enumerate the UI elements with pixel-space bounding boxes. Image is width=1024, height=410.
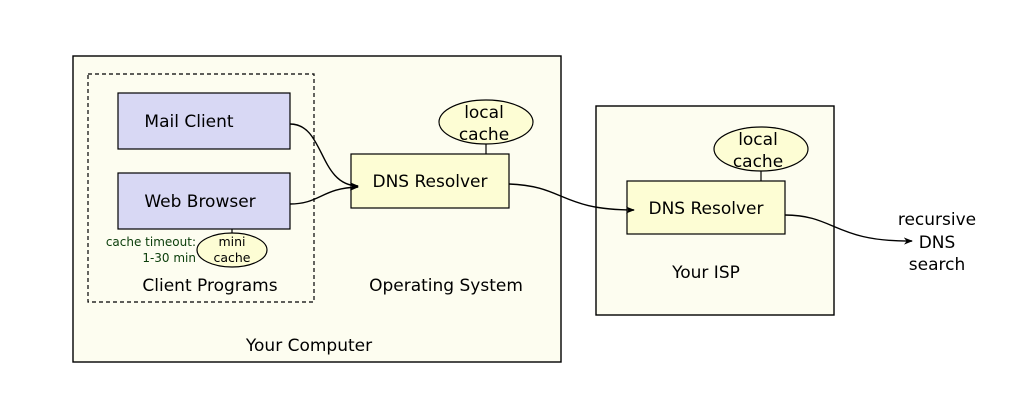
computer-dns-resolver-box [350,153,510,209]
computer-dns-resolver-label: DNS Resolver [373,172,488,192]
isp-local-cache-ellipse [713,126,809,172]
mini-cache-ellipse [196,232,268,268]
isp-local-cache-line2: cache [733,152,783,172]
mini-cache-line2: cache [213,250,250,265]
computer-local-cache-line1: local [464,103,504,123]
web-browser-label: Web Browser [144,192,255,212]
arrow-browser-to-resolver [289,183,359,205]
arrow-isp-to-recursive [784,214,913,245]
mail-client-label: Mail Client [144,112,233,132]
your-computer-label: Your Computer [245,336,372,356]
cache-timeout-line2: 1-30 min [142,251,196,265]
recursive-line3: search [909,255,965,275]
recursive-line2: DNS [919,233,956,253]
recursive-line1: recursive [898,210,976,230]
web-browser-box [117,172,291,230]
operating-system-label: Operating System [369,276,523,296]
client-programs-label: Client Programs [142,276,277,296]
arrow-resolver-to-isp [508,183,635,214]
computer-local-cache-ellipse [438,99,534,145]
computer-local-cache-line2: cache [459,125,509,145]
cache-timeout-line1: cache timeout: [106,235,196,249]
isp-local-cache-line1: local [738,130,778,150]
isp-dns-resolver-box [626,180,786,235]
arrow-mail-to-resolver [289,123,359,190]
your-isp-label: Your ISP [671,263,740,283]
mail-client-box [117,92,291,150]
mini-cache-line1: mini [218,234,245,249]
isp-dns-resolver-label: DNS Resolver [649,199,764,219]
